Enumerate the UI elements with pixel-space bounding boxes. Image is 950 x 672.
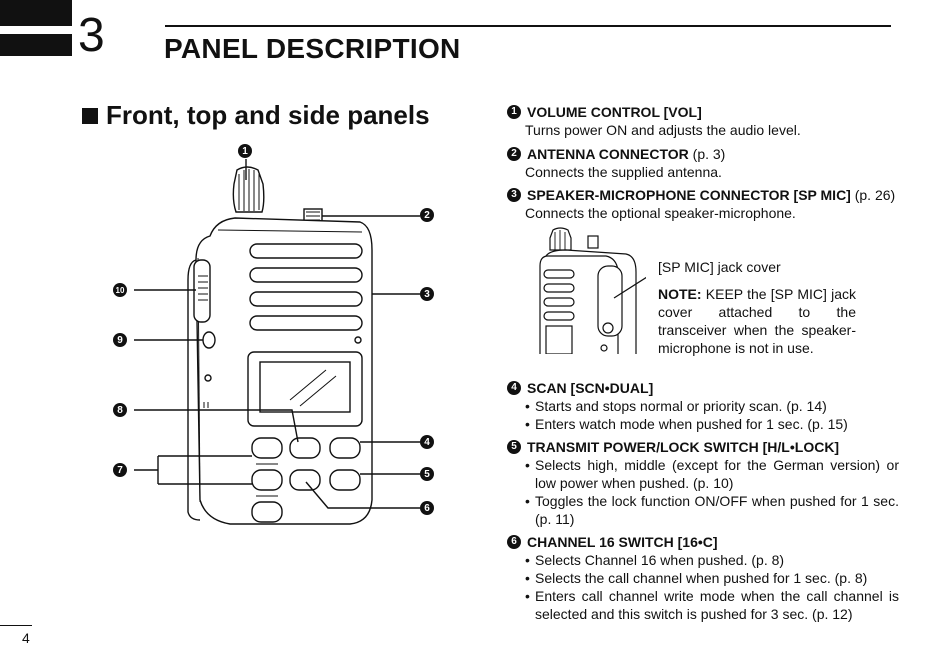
callout-8-icon: 8 [113,403,127,417]
item-page-ref: (p. 3) [688,146,726,162]
chapter-tab-bar-bottom [0,34,72,56]
callout-3-badge-icon: 3 [507,188,521,202]
callout-3-icon: 3 [420,287,434,301]
sp-mic-jack-cover-label: [SP MIC] jack cover [658,259,781,275]
bullet-item: Enters watch mode when pushed for 1 sec.… [525,415,899,433]
item-page-ref: (p. 26) [850,187,896,203]
callout-10-icon: 10 [113,283,127,297]
item-description: Connects the supplied antenna. [525,164,722,180]
page-number: 4 [22,630,30,646]
callout-1-badge-icon: 1 [507,105,521,119]
item-channel-16-switch: 6 CHANNEL 16 SWITCH [16•C] Selects Channe… [507,533,899,623]
section-heading: Front, top and side panels [82,100,430,131]
item-title: SPEAKER-MICROPHONE CONNECTOR [SP MIC] [527,187,851,203]
callout-2-badge-icon: 2 [507,147,521,161]
header-rule [165,25,891,27]
chapter-title: PANEL DESCRIPTION [164,33,461,64]
item-transmit-power-lock: 5 TRANSMIT POWER/LOCK SWITCH [H/L•LOCK] S… [507,438,899,528]
bullet-item: Enters call channel write mode when the … [525,587,899,623]
bullet-item: Toggles the lock function ON/OFF when pu… [525,492,899,528]
radio-front-illustration [134,159,420,525]
item-title: CHANNEL 16 SWITCH [16•C] [527,534,718,550]
callout-5-icon: 5 [420,467,434,481]
item-title: SCAN [SCN•DUAL] [527,380,654,396]
item-title: ANTENNA CONNECTOR [527,146,689,162]
section-title: Front, top and side panels [106,100,430,130]
chapter-number: 3 [78,9,105,62]
item-antenna-connector: 2 ANTENNA CONNECTOR (p. 3) Connects the s… [507,145,899,181]
item-description: Turns power ON and adjusts the audio lev… [525,122,801,138]
item-title: VOLUME CONTROL [VOL] [527,104,702,120]
callout-6-badge-icon: 6 [507,535,521,549]
callout-7-icon: 7 [113,463,127,477]
callout-5-badge-icon: 5 [507,440,521,454]
square-bullet-icon [82,107,98,124]
item-speaker-mic-connector: 3 SPEAKER-MICROPHONE CONNECTOR [SP MIC] (… [507,186,899,222]
bullet-item: Selects Channel 16 when pushed. (p. 8) [525,551,899,569]
callout-1-icon: 1 [238,144,252,158]
callout-4-badge-icon: 4 [507,381,521,395]
item-scan: 4 SCAN [SCN•DUAL] Starts and stops normal… [507,379,899,433]
note-text: KEEP the [SP MIC] jack cover attached to… [658,286,856,356]
page-number-rule [0,625,32,626]
callout-6-icon: 6 [420,501,434,515]
callout-9-icon: 9 [113,333,127,347]
callout-4-icon: 4 [420,435,434,449]
item-description: Connects the optional speaker-microphone… [525,205,796,221]
bullet-item: Selects high, middle (except for the Ger… [525,456,899,492]
item-volume-control: 1 VOLUME CONTROL [VOL] Turns power ON and… [507,103,899,139]
inset-note: NOTE: KEEP the [SP MIC] jack cover attac… [658,285,856,357]
bullet-item: Selects the call channel when pushed for… [525,569,899,587]
sp-mic-jack-cover-illustration [539,227,646,354]
bullet-item: Starts and stops normal or priority scan… [525,397,899,415]
item-title: TRANSMIT POWER/LOCK SWITCH [H/L•LOCK] [527,439,840,455]
note-label: NOTE: [658,286,702,302]
callout-2-icon: 2 [420,208,434,222]
chapter-tab-bar-top [0,0,72,26]
